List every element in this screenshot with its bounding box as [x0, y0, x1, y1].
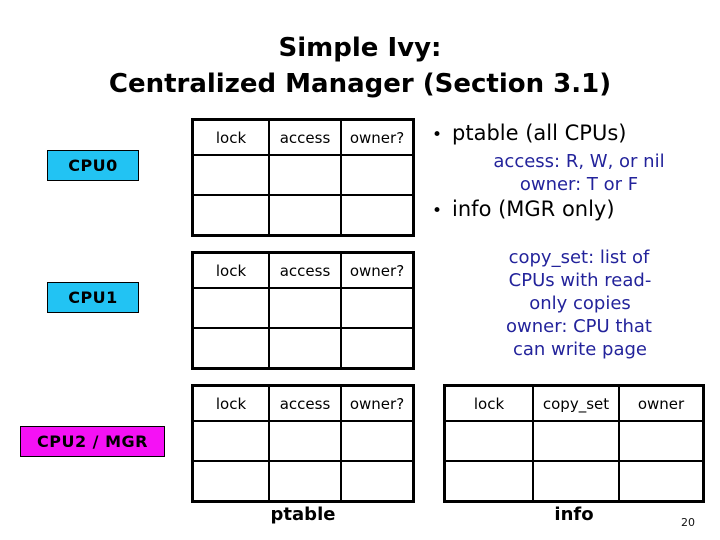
cell-access [268, 462, 340, 500]
note-access-values: access: R, W, or nil [493, 151, 665, 172]
cell-owner [618, 462, 702, 500]
cell-access [268, 329, 340, 367]
column-header-lock: lock [215, 128, 247, 147]
column-header-owner: owner? [340, 387, 412, 420]
cell-lock [194, 422, 268, 460]
title-line-2: Centralized Manager (Section 3.1) [108, 69, 612, 99]
bullet-label-info: info (MGR only) [452, 197, 615, 221]
cell-owner [340, 422, 412, 460]
table-header-row: lock access owner? [194, 387, 412, 420]
info-table: lock copy_set owner [443, 384, 705, 503]
table-row [194, 194, 412, 234]
column-header-owner: owner? [340, 121, 412, 154]
table-row [446, 420, 702, 460]
cell-copy-set [532, 462, 618, 500]
table-row [194, 327, 412, 367]
note-copyset-line-2: CPUs with read- [508, 270, 652, 291]
cell-owner [340, 156, 412, 194]
cell-copy-set [532, 422, 618, 460]
cell-owner [340, 462, 412, 500]
cell-access [268, 196, 340, 234]
notes-group-ptable: • ptable (all CPUs) access: R, W, or nil… [432, 120, 716, 226]
cell-lock [446, 462, 532, 500]
column-header-lock: lock [215, 394, 247, 413]
note-owner-line-2: can write page [513, 339, 647, 360]
bullet-item-ptable: • ptable (all CPUs) [432, 120, 716, 149]
cell-owner [618, 422, 702, 460]
cell-owner [340, 196, 412, 234]
cell-access [268, 156, 340, 194]
column-header-copy-set: copy_set [532, 387, 618, 420]
cpu-label-cpu2-mgr: CPU2 / MGR [20, 426, 165, 457]
caption-info: info [554, 504, 594, 525]
ptable-cpu2: lock access owner? [191, 384, 415, 503]
cell-lock [194, 462, 268, 500]
cell-lock [194, 289, 268, 327]
page-number: 20 [681, 516, 695, 529]
table-row [446, 460, 702, 500]
bullet-item-info: • info (MGR only) [432, 196, 716, 225]
cell-lock [446, 422, 532, 460]
cell-access [268, 422, 340, 460]
column-header-owner: owner? [340, 254, 412, 287]
table-row [194, 420, 412, 460]
bullet-label-ptable: ptable (all CPUs) [452, 121, 627, 145]
cpu-label-cpu0: CPU0 [47, 150, 139, 181]
table-header-row: lock access owner? [194, 254, 412, 287]
caption-ptable: ptable [270, 504, 336, 525]
ptable-cpu1: lock access owner? [191, 251, 415, 370]
note-owner-values: owner: T or F [519, 174, 639, 195]
ptable-cpu0: lock access owner? [191, 118, 415, 237]
table-header-row: lock access owner? [194, 121, 412, 154]
cell-owner [340, 289, 412, 327]
bullet-dot-icon: • [432, 125, 443, 145]
cell-owner [340, 329, 412, 367]
cell-access [268, 289, 340, 327]
table-header-row: lock copy_set owner [446, 387, 702, 420]
table-row [194, 154, 412, 194]
column-header-access: access [268, 254, 340, 287]
cell-lock [194, 196, 268, 234]
note-copyset-line-3: only copies [529, 293, 631, 314]
bullet-dot-icon: • [432, 201, 443, 221]
column-header-access: access [268, 121, 340, 154]
column-header-lock: lock [215, 261, 247, 280]
cell-lock [194, 156, 268, 194]
column-header-owner: owner [618, 387, 702, 420]
cell-lock [194, 329, 268, 367]
column-header-access: access [268, 387, 340, 420]
table-row [194, 287, 412, 327]
table-row [194, 460, 412, 500]
title-line-1: Simple Ivy: [278, 33, 442, 63]
cpu-label-cpu1: CPU1 [47, 282, 139, 313]
column-header-lock: lock [473, 394, 505, 413]
page-title: Simple Ivy: Centralized Manager (Section… [0, 30, 720, 102]
note-copyset-line-1: copy_set: list of [508, 247, 650, 268]
notes-group-info: copy_set: list of CPUs with read- only c… [432, 246, 716, 361]
note-owner-line-1: owner: CPU that [506, 316, 652, 337]
